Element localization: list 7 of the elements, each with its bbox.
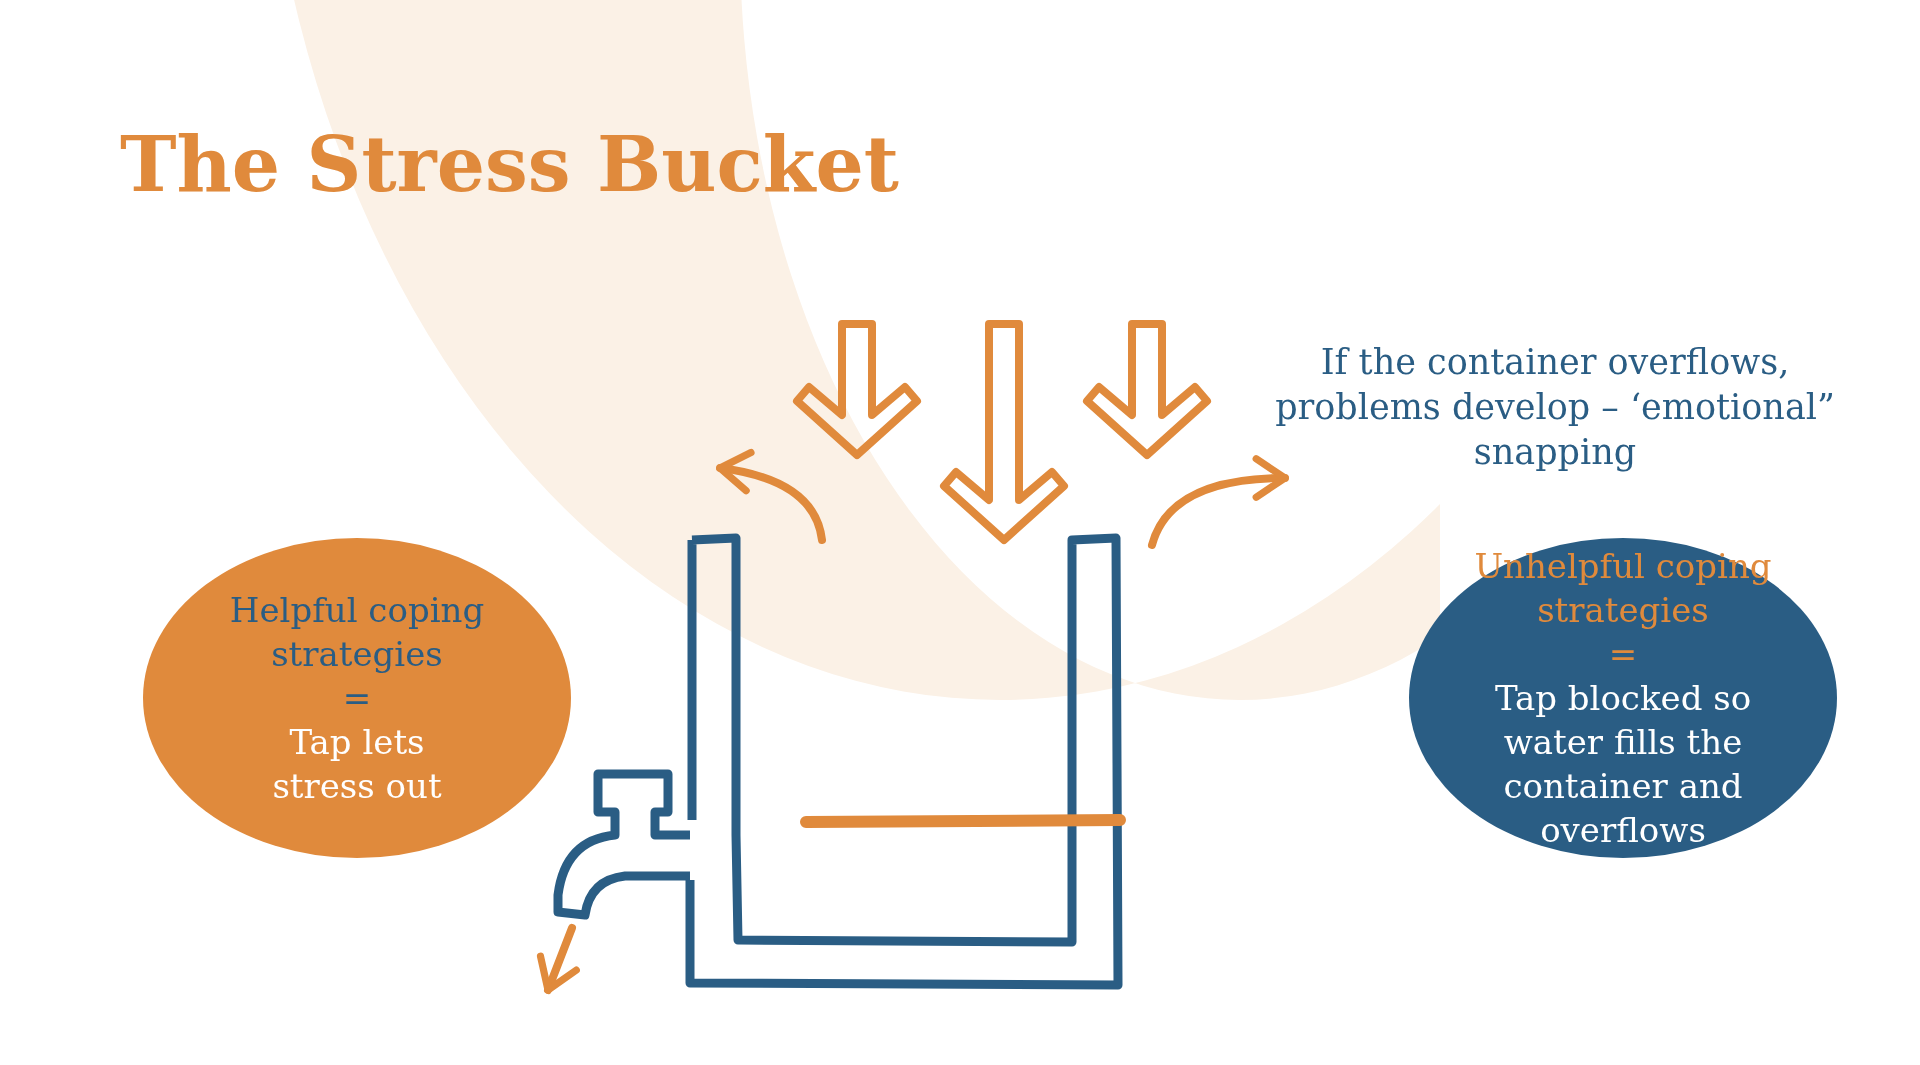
note-text: If the container overflows, problems develop – ‘emotional” snapping: [1274, 341, 1836, 474]
strategy-description: Tap lets stress out: [271, 721, 443, 808]
strategy-description: Tap blocked so water fills the container and overflows: [1493, 677, 1753, 852]
equals-sign: =: [1608, 633, 1638, 676]
slide-title: The Stress Bucket: [120, 120, 899, 209]
equals-sign: =: [342, 677, 372, 720]
strategy-heading: Helpful coping strategies: [228, 589, 486, 676]
